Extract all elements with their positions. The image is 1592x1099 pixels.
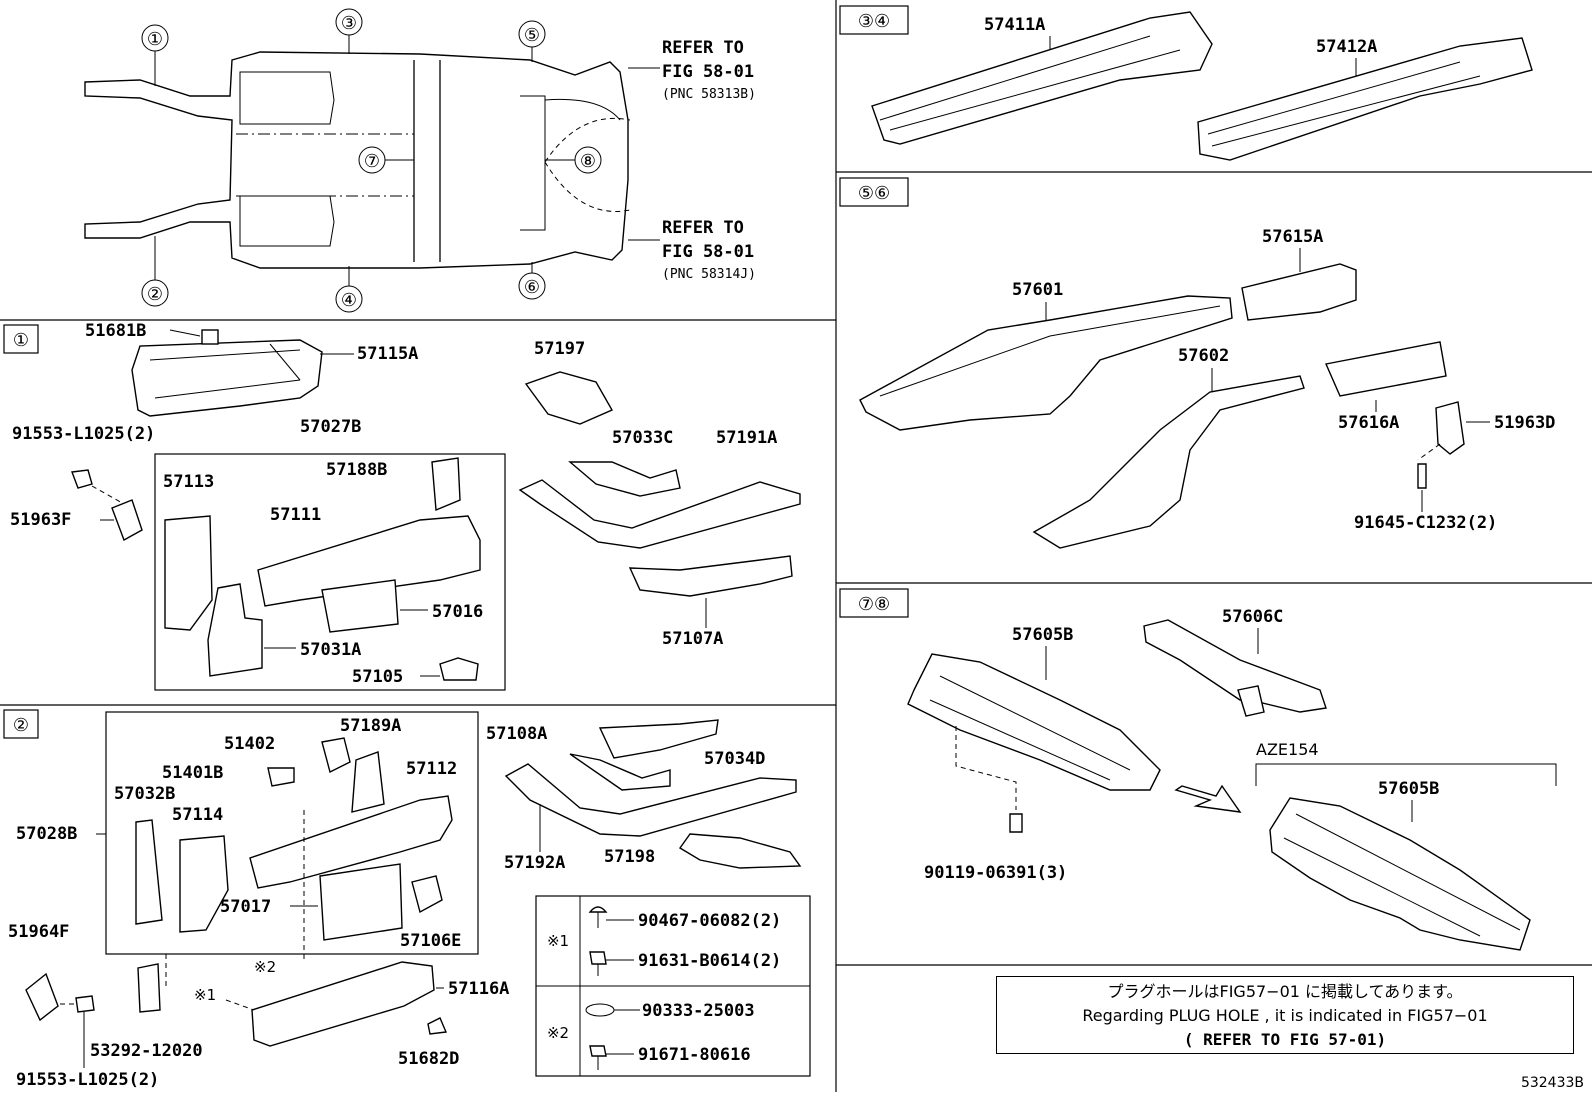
label-51963D: 51963D [1494,413,1555,433]
label-57615A: 57615A [1262,227,1323,247]
note-line-3: ( REFER TO FIG 57-01) [1183,1030,1387,1049]
fastener-90333: 90333-25003 [642,1001,755,1021]
label-57111: 57111 [270,505,321,525]
callout-7-label: ⑦ [364,151,380,172]
label-91553-top: 91553-L1025(2) [12,424,155,444]
mark-2-a: ※2 [254,958,276,976]
label-57605B: 57605B [1012,625,1073,645]
label-57601: 57601 [1012,280,1063,300]
label-51964F: 51964F [8,922,69,942]
label-57033C: 57033C [612,428,673,448]
section-3-4: ③④ 57411A 57412A [839,5,1533,161]
pnc-top: (PNC 58313B) [662,87,756,102]
label-57108A: 57108A [486,724,547,744]
pnc-bottom: (PNC 58314J) [662,267,756,282]
label-57027B: 57027B [300,417,361,437]
refer-bottom: REFER TO [662,218,744,238]
label-57191A: 57191A [716,428,777,448]
callout-1-label: ① [147,29,163,50]
label-57114: 57114 [172,805,223,825]
label-57106E: 57106E [400,931,461,951]
fig-top: FIG 58-01 [662,62,754,82]
label-57112: 57112 [406,759,457,779]
figure-code: 532433B [1520,1075,1584,1091]
label-aze154: AZE154 [1256,740,1319,759]
fastener-91671: 91671-80616 [638,1045,751,1065]
label-57192A: 57192A [504,853,565,873]
table-mark-1: ※1 [547,932,569,950]
label-57017: 57017 [220,897,271,917]
section-7-8: ⑦⑧ 57605B 90119-06391(3) 57606C AZE154 5… [839,588,1557,951]
section-1-tag: ① [13,330,29,351]
label-57198: 57198 [604,847,655,867]
label-57197: 57197 [534,339,585,359]
section-2-tag: ② [13,715,29,736]
section-5-6: ⑤⑥ 57615A 57601 57602 57616A 51963D 9164… [839,177,1555,549]
label-57115A: 57115A [357,344,418,364]
label-57016: 57016 [432,602,483,622]
fastener-table: ※1 ※2 90467-06082(2) 91631-B0614(2) 9033… [535,895,811,1077]
fastener-90467: 90467-06082(2) [638,911,781,931]
label-51681B: 51681B [85,321,146,341]
label-53292-12020: 53292-12020 [90,1041,203,1061]
section-2: ② 51402 57189A 51401B 57112 57032B 57114… [3,709,811,1090]
callout-8-label: ⑧ [580,151,596,172]
label-57028B: 57028B [16,824,77,844]
label-51402: 51402 [224,734,275,754]
label-57606C: 57606C [1222,607,1283,627]
note-line-2: Regarding PLUG HOLE , it is indicated in… [1082,1006,1488,1025]
refer-top: REFER TO [662,38,744,58]
callout-6-label: ⑥ [524,277,540,298]
label-57107A: 57107A [662,629,723,649]
section-78-tag: ⑦⑧ [858,594,890,615]
fastener-91631: 91631-B0614(2) [638,951,781,971]
section-56-tag: ⑤⑥ [858,183,890,204]
label-91645: 91645-C1232(2) [1354,513,1497,533]
label-57116A: 57116A [448,979,509,999]
label-57412A: 57412A [1316,37,1377,57]
label-57189A: 57189A [340,716,401,736]
label-57616A: 57616A [1338,413,1399,433]
label-51682D: 51682D [398,1049,459,1069]
label-57034D: 57034D [704,749,765,769]
label-57188B: 57188B [326,460,387,480]
label-57602: 57602 [1178,346,1229,366]
label-57411A: 57411A [984,15,1045,35]
underbody-overview: ① ② ③ ④ ⑤ ⑥ ⑦ ⑧ REFER TO FIG 58-01 (PNC … [84,8,756,313]
label-57605B-2: 57605B [1378,779,1439,799]
callout-5-label: ⑤ [524,25,540,46]
label-57113: 57113 [163,472,214,492]
plug-hole-note: プラグホールはFIG57−01 に掲載してあります。 Regarding PLU… [996,976,1574,1054]
label-90119: 90119-06391(3) [924,863,1067,883]
label-57031A: 57031A [300,640,361,660]
fig-bottom: FIG 58-01 [662,242,754,262]
section-1: ① 51681B 57115A 91553-L1025(2) 51963F 57… [3,321,801,691]
label-51401B: 51401B [162,763,223,783]
label-91553-bottom: 91553-L1025(2) [16,1070,159,1090]
callout-3-label: ③ [341,13,357,34]
label-57032B: 57032B [114,784,175,804]
section-34-tag: ③④ [858,11,890,32]
label-57105: 57105 [352,667,403,687]
note-line-1: プラグホールはFIG57−01 に掲載してあります。 [1107,982,1463,1001]
table-mark-2: ※2 [547,1024,569,1042]
callout-4-label: ④ [341,290,357,311]
mark-1-a: ※1 [194,986,216,1004]
label-51963F: 51963F [10,510,71,530]
callout-2-label: ② [147,284,163,305]
